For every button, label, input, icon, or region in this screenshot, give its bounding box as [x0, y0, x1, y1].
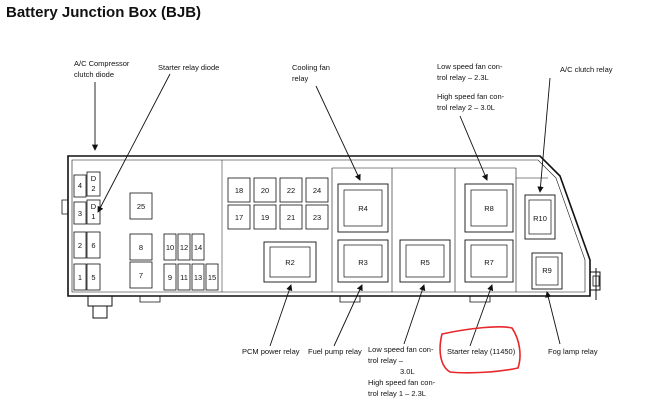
label-low-speed-23-2: trol relay – 2.3L [437, 73, 489, 82]
fuse-9: 9 [168, 273, 172, 282]
label-fog-lamp-relay: Fog lamp relay [548, 347, 598, 356]
starter-relay-highlight [439, 326, 521, 374]
relay-r10: R10 [524, 194, 556, 240]
fuse-11: 11 [180, 273, 188, 282]
diagram-title: Battery Junction Box (BJB) [6, 4, 202, 21]
svg-text:R8: R8 [484, 204, 494, 213]
fuse-6: 6 [91, 241, 95, 250]
label-starter-relay-diode: Starter relay diode [158, 63, 219, 72]
diode-d2-letter: D [91, 174, 97, 183]
svg-text:R3: R3 [358, 258, 368, 267]
fuse-17: 17 [235, 213, 243, 222]
diode-d2-number: 2 [91, 184, 95, 193]
label-high-speed-23-1: High speed fan con- [368, 378, 436, 387]
svg-text:R2: R2 [285, 258, 295, 267]
bjb-housing [67, 155, 591, 297]
diode-d1-letter: D [91, 202, 97, 211]
fuse-2: 2 [78, 241, 82, 250]
relay-r2: R2 [263, 241, 317, 283]
fuse-24: 24 [313, 186, 321, 195]
label-high-speed-30-2: trol relay 2 – 3.0L [437, 103, 495, 112]
fuse-column-left: 4 3 2 1 [73, 174, 87, 291]
label-fuel-pump-relay: Fuel pump relay [308, 347, 362, 356]
relay-r5: R5 [399, 239, 451, 283]
fuse-19: 19 [261, 213, 269, 222]
relay-r7: R7 [464, 239, 514, 283]
fuse-15: 15 [208, 273, 216, 282]
fuse-grid: 18 20 22 24 17 19 21 23 [227, 177, 329, 230]
small-fuses: 10 12 14 9 11 13 15 [163, 233, 219, 291]
fuse-8: 8 [139, 243, 143, 252]
diode-d1-number: 1 [91, 212, 95, 221]
label-cooling-fan-1: Cooling fan [292, 63, 330, 72]
svg-text:R4: R4 [358, 204, 368, 213]
relay-r4: R4 [337, 183, 389, 233]
label-ac-compressor-2: clutch diode [74, 70, 114, 79]
label-high-speed-30-1: High speed fan con- [437, 92, 505, 101]
fuse-20: 20 [261, 186, 269, 195]
fuse-13: 13 [194, 273, 202, 282]
relay-r9: R9 [531, 252, 563, 290]
label-low-speed-23-1: Low speed fan con- [437, 62, 503, 71]
label-low-speed-30-3: 3.0L [400, 367, 415, 376]
fuse-4: 4 [78, 181, 82, 190]
fuse-7: 7 [139, 271, 143, 280]
label-starter-relay: Starter relay (11450) [447, 347, 516, 356]
fuse-10: 10 [166, 243, 174, 252]
fuse-14: 14 [194, 243, 202, 252]
label-low-speed-30-1: Low speed fan con- [368, 345, 434, 354]
label-ac-clutch-relay: A/C clutch relay [560, 65, 613, 74]
fuse-22: 22 [287, 186, 295, 195]
diodes-and-fuses: D 2 D 1 6 5 [86, 171, 101, 291]
leader-lines [91, 73, 561, 347]
svg-text:R7: R7 [484, 258, 494, 267]
fuse-18: 18 [235, 186, 243, 195]
label-low-speed-30-2: trol relay – [368, 356, 404, 365]
svg-text:R9: R9 [542, 266, 552, 275]
fuse-25: 25 [137, 202, 145, 211]
fuse-23: 23 [313, 213, 321, 222]
relay-r8: R8 [464, 183, 514, 233]
svg-text:R10: R10 [533, 214, 547, 223]
fuse-1: 1 [78, 273, 82, 282]
fuse-21: 21 [287, 213, 295, 222]
svg-text:R5: R5 [420, 258, 430, 267]
fuse-3: 3 [78, 209, 82, 218]
label-ac-compressor-1: A/C Compressor [74, 59, 130, 68]
label-high-speed-23-2: trol relay 1 – 2.3L [368, 389, 426, 398]
label-cooling-fan-2: relay [292, 74, 309, 83]
fuse-12: 12 [180, 243, 188, 252]
fuse-5: 5 [91, 273, 95, 282]
label-pcm-power-relay: PCM power relay [242, 347, 300, 356]
relay-r3: R3 [337, 239, 389, 283]
